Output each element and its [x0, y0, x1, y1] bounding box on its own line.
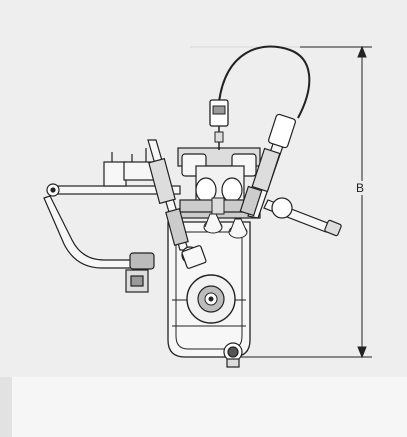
- lower-knob: [223, 342, 243, 368]
- left-strip: [0, 377, 12, 437]
- right-rod: [263, 197, 342, 237]
- right-spindle: [239, 113, 296, 219]
- dimension-arrow-top: [357, 45, 367, 58]
- dimension-label: B: [352, 181, 368, 195]
- dimension-arrow-bottom: [357, 346, 367, 359]
- drive-wheel: [186, 274, 236, 324]
- left-spindle: [147, 139, 207, 269]
- dimension-b: [232, 45, 372, 359]
- bottom-strip: [0, 377, 407, 437]
- cone-feet: [203, 197, 248, 239]
- upper-assembly: [177, 147, 261, 219]
- left-arm: [43, 183, 181, 293]
- top-cable-assembly: [209, 45, 311, 150]
